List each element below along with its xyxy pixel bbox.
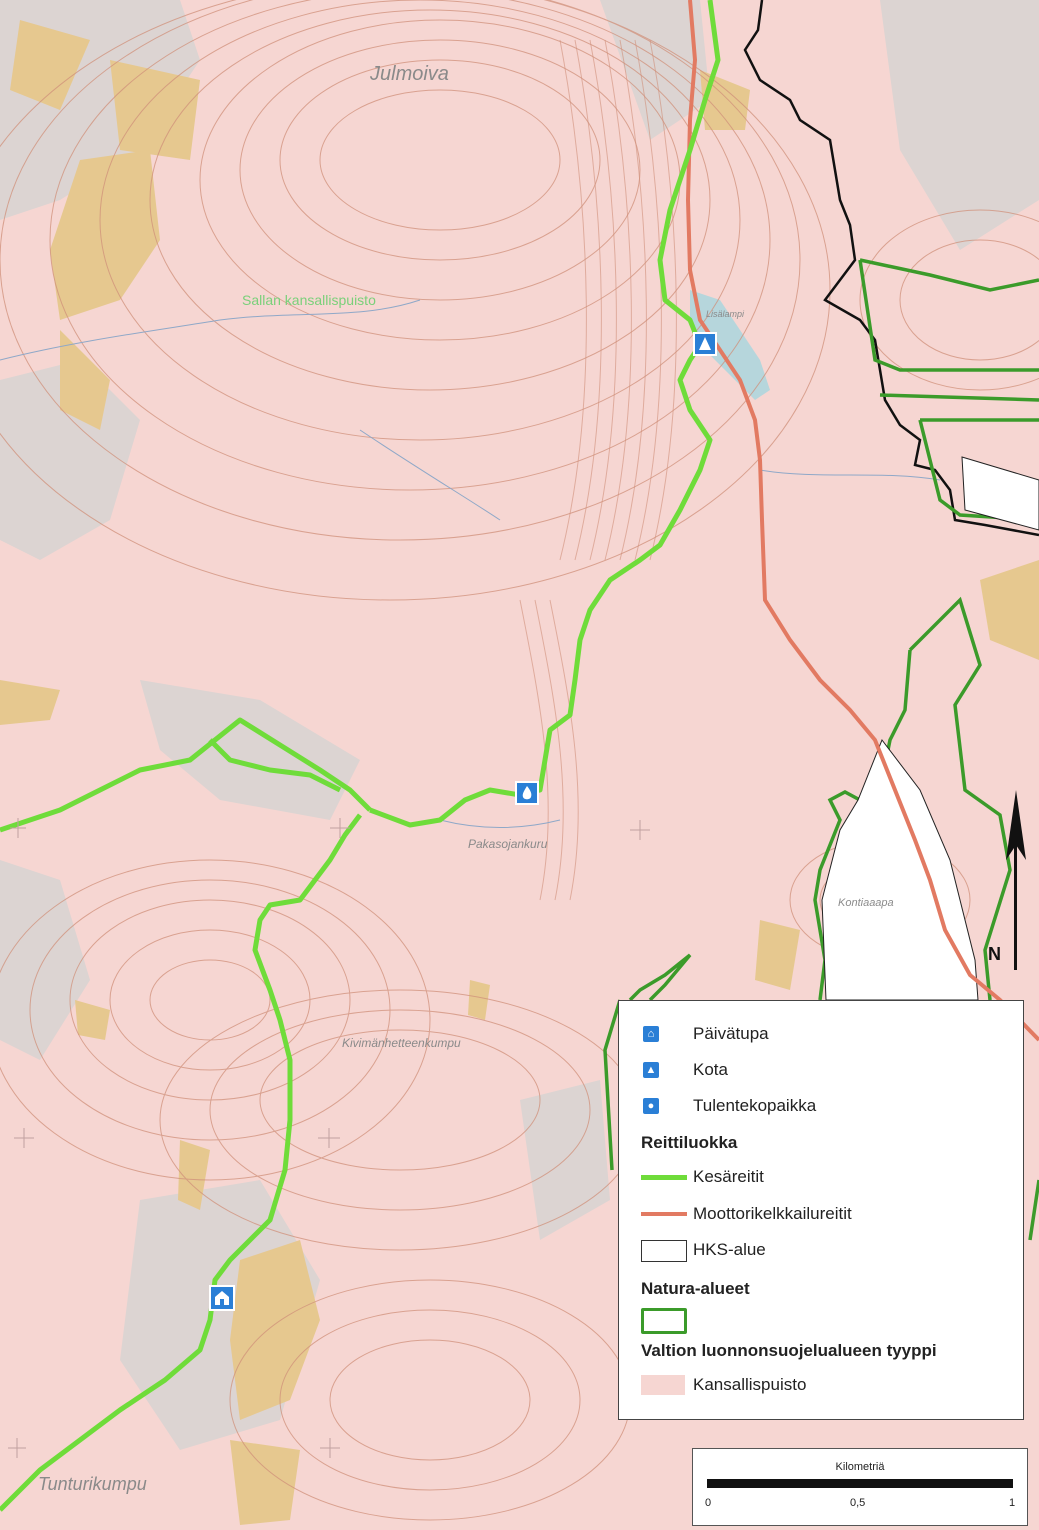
place-pakasojankuru: Pakasojankuru [468, 837, 548, 851]
campfire-icon: ● [643, 1098, 659, 1114]
scale-tick-half: 0,5 [850, 1497, 866, 1509]
scale-bar-graphic [707, 1479, 1013, 1488]
legend-item-paivatupa: ⌂ Päivätupa [641, 1021, 769, 1047]
natura-areas [603, 258, 1039, 1241]
park-name-label: Sallan kansallispuisto [242, 292, 376, 308]
map-legend: ⌂ Päivätupa ▲ Kota ● Tulentekopaikka Rei… [618, 1000, 1024, 1420]
legend-heading-natura: Natura-alueet [641, 1279, 750, 1298]
legend-label: Moottorikelkkailureitit [693, 1204, 852, 1223]
place-julmoiva: Julmoiva [369, 63, 449, 85]
campfire-icon[interactable] [515, 781, 539, 805]
legend-item-natura [641, 1305, 693, 1334]
lake [690, 290, 770, 400]
place-kontiaaapa: Kontiaaapa [838, 897, 894, 909]
mire-areas [0, 20, 1039, 1525]
north-arrow: N [988, 790, 1026, 970]
place-kivimanhetteenkumpu: Kivimänhetteenkumpu [342, 1036, 461, 1050]
scale-bar: Kilometriä 0 0,5 1 [692, 1448, 1028, 1526]
legend-heading-reittiluokka: Reittiluokka [641, 1133, 738, 1152]
legend-label: Tulentekopaikka [693, 1096, 817, 1115]
legend-label: Kota [693, 1060, 728, 1079]
legend-item-moottorikelkkailureitit: Moottorikelkkailureitit [641, 1201, 852, 1227]
legend-label: HKS-alue [693, 1240, 766, 1259]
kota-icon[interactable] [693, 332, 717, 356]
legend-label: Päivätupa [693, 1024, 769, 1043]
scale-tick-0: 0 [705, 1497, 712, 1509]
hut-icon[interactable] [209, 1285, 235, 1311]
north-label: N [988, 944, 1001, 964]
place-lisalampi: Lisälampi [706, 309, 745, 319]
legend-label: Kansallispuisto [693, 1375, 807, 1394]
grid-crosses [8, 818, 650, 1458]
snowmobile-route [685, 0, 1039, 1042]
hut-icon: ⌂ [643, 1026, 659, 1042]
scale-unit-label: Kilometriä [835, 1461, 885, 1473]
legend-item-kesareitit: Kesäreitit [641, 1164, 764, 1190]
kota-icon: ▲ [643, 1062, 659, 1078]
legend-item-kansallispuisto: Kansallispuisto [641, 1372, 806, 1398]
legend-label: Kesäreitit [693, 1167, 764, 1186]
legend-item-hks: HKS-alue [641, 1237, 766, 1263]
streams [0, 299, 941, 828]
legend-heading-protected: Valtion luonnonsuojelualueen tyyppi [641, 1341, 937, 1360]
legend-item-kota: ▲ Kota [641, 1057, 728, 1083]
border-line [743, 0, 1039, 537]
place-tunturikumpu: Tunturikumpu [38, 1474, 147, 1494]
legend-item-tulentekopaikka: ● Tulentekopaikka [641, 1093, 816, 1119]
scale-tick-1: 1 [1009, 1497, 1016, 1509]
